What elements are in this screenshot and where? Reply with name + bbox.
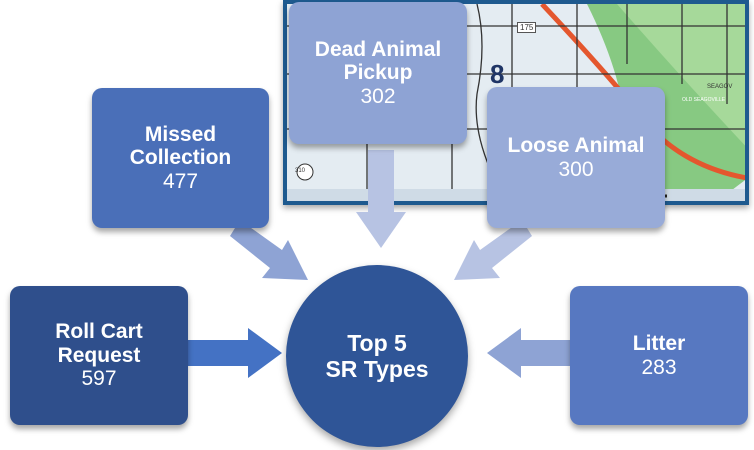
- arrow-dead-animal: [356, 150, 406, 248]
- litter-value: 283: [641, 355, 677, 379]
- center-title-line-1: Top 5: [347, 329, 407, 356]
- map-edge-label: SEAGOV: [707, 84, 733, 90]
- arrow-roll-cart: [188, 328, 282, 378]
- box-litter: Litter 283: [570, 286, 748, 425]
- dead-animal-label-2: Pickup: [343, 61, 413, 85]
- dead-animal-value: 302: [360, 84, 396, 108]
- missed-collection-label-2: Collection: [129, 146, 232, 170]
- map-town-label: OLD SEAGOVILLE: [682, 97, 726, 103]
- box-missed-collection: Missed Collection 477: [92, 88, 269, 228]
- box-roll-cart-request: Roll Cart Request 597: [10, 286, 188, 425]
- arrow-missed-collection: [230, 220, 308, 280]
- arrow-loose-animal: [454, 220, 532, 280]
- dead-animal-label-1: Dead Animal: [314, 37, 442, 61]
- center-hub: Top 5 SR Types: [286, 265, 468, 447]
- center-title-line-2: SR Types: [325, 356, 429, 382]
- missed-collection-label-1: Missed: [144, 122, 217, 146]
- map-district-number: 8: [490, 59, 505, 89]
- roll-cart-value: 597: [81, 367, 117, 391]
- missed-collection-value: 477: [162, 169, 199, 193]
- box-loose-animal: Loose Animal 300: [487, 87, 665, 228]
- map-route-label: 175: [517, 22, 537, 33]
- litter-label: Litter: [632, 331, 686, 355]
- roll-cart-label-1: Roll Cart: [55, 320, 143, 344]
- box-dead-animal-pickup: Dead Animal Pickup 302: [289, 2, 467, 144]
- map-corner-label: 310: [295, 168, 306, 174]
- loose-animal-label: Loose Animal: [507, 133, 645, 157]
- roll-cart-label-2: Request: [57, 343, 141, 367]
- loose-animal-value: 300: [558, 157, 594, 181]
- arrow-litter: [487, 328, 581, 378]
